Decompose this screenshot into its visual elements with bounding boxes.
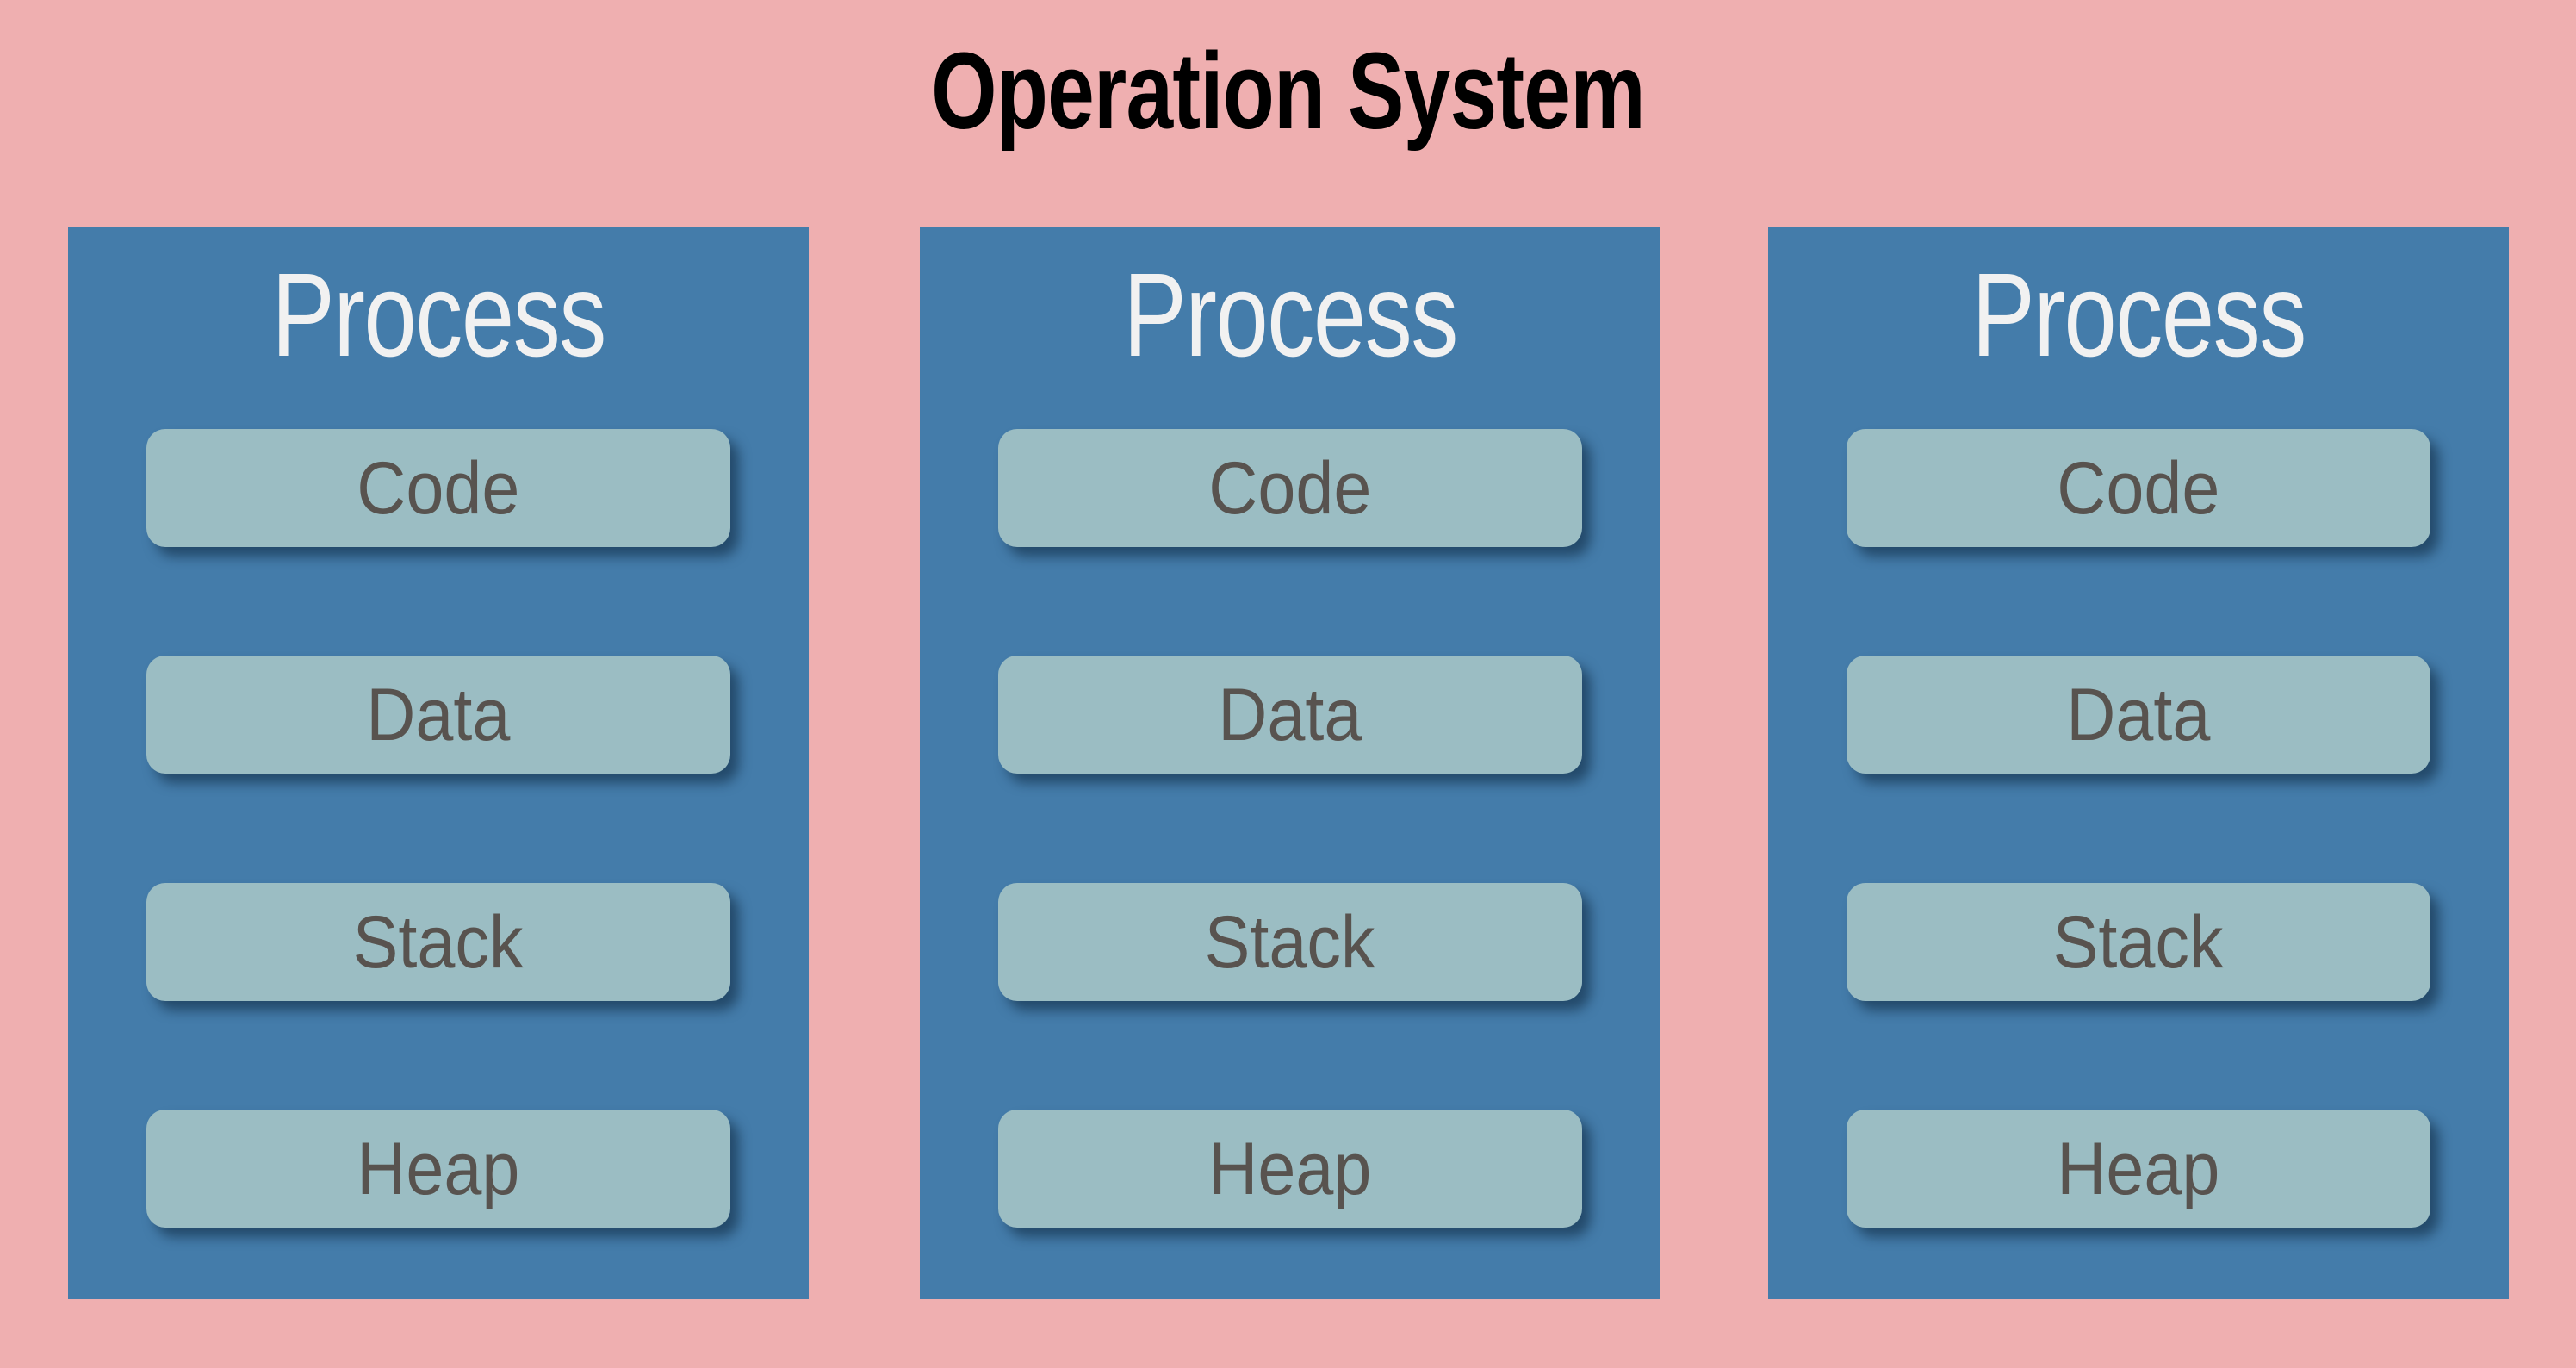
segment-label-stack: Stack [353,900,524,984]
process-panel-3[interactable]: Process Code Data Stack Heap [1768,227,2509,1299]
segment-label-code: Code [357,446,520,530]
segment-box-stack[interactable]: Stack [146,883,730,1001]
process-panel-1-heading: Process [271,249,606,382]
segment-box-heap[interactable]: Heap [998,1110,1582,1228]
segment-label-stack: Stack [2053,900,2224,984]
process-panel-2-heading: Process [1123,249,1458,382]
process-panel-2[interactable]: Process Code Data Stack Heap [920,227,1660,1299]
diagram-title: Operation System [931,30,1645,152]
segment-box-data[interactable]: Data [998,656,1582,774]
process-panel-3-heading: Process [1971,249,2306,382]
segment-label-heap: Heap [357,1127,520,1210]
segment-box-code[interactable]: Code [146,429,730,547]
segment-label-code: Code [1208,446,1372,530]
segment-box-heap[interactable]: Heap [1847,1110,2430,1228]
segment-label-code: Code [2057,446,2220,530]
segment-box-code[interactable]: Code [1847,429,2430,547]
segment-box-data[interactable]: Data [1847,656,2430,774]
segment-label-data: Data [1218,673,1362,756]
segment-label-data: Data [2066,673,2211,756]
process-panel-2-segments: Code Data Stack Heap [998,429,1582,1290]
segment-label-data: Data [366,673,511,756]
segment-box-stack[interactable]: Stack [1847,883,2430,1001]
segment-label-heap: Heap [2057,1127,2220,1210]
process-panel-1-segments: Code Data Stack Heap [146,429,730,1290]
process-panel-1[interactable]: Process Code Data Stack Heap [68,227,809,1299]
process-row: Process Code Data Stack Heap Process [0,227,2576,1299]
segment-box-stack[interactable]: Stack [998,883,1582,1001]
segment-label-heap: Heap [1208,1127,1372,1210]
segment-box-data[interactable]: Data [146,656,730,774]
process-panel-3-segments: Code Data Stack Heap [1847,429,2430,1290]
segment-box-code[interactable]: Code [998,429,1582,547]
segment-label-stack: Stack [1205,900,1375,984]
segment-box-heap[interactable]: Heap [146,1110,730,1228]
